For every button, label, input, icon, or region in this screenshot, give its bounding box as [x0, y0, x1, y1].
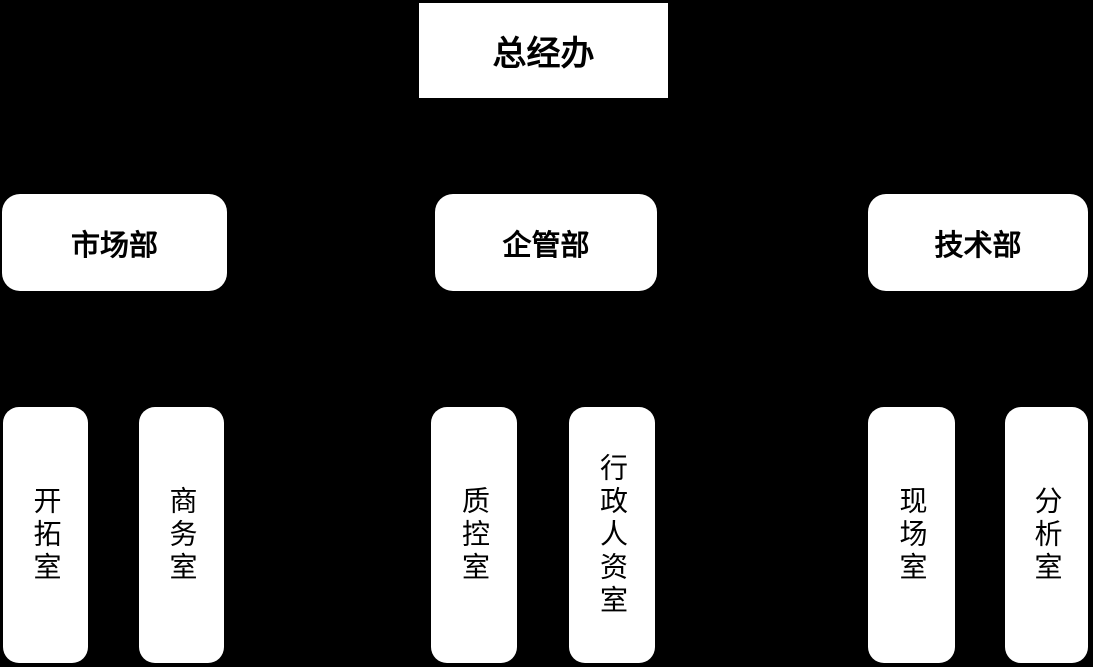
node-label: 开拓室: [30, 485, 62, 585]
org-node-technical-dept: 技术部: [868, 194, 1088, 291]
node-label: 市场部: [70, 229, 158, 262]
org-node-admin-hr-office: 行政人资室: [569, 407, 655, 663]
node-label: 分析室: [1031, 485, 1063, 585]
node-label: 质控室: [459, 485, 490, 585]
org-node-enterprise-management-dept: 企管部: [435, 194, 657, 291]
node-label: 商务室: [166, 485, 198, 585]
org-node-general-manager-office: 总经办: [419, 3, 668, 98]
org-node-development-office: 开拓室: [3, 407, 88, 663]
node-label: 现场室: [896, 485, 928, 585]
org-node-marketing-dept: 市场部: [2, 194, 227, 291]
org-node-business-office: 商务室: [139, 407, 224, 663]
org-node-analysis-office: 分析室: [1005, 407, 1088, 663]
node-label: 总经办: [492, 35, 595, 73]
node-label: 企管部: [502, 229, 590, 262]
node-label: 技术部: [934, 229, 1022, 262]
org-node-quality-control-office: 质控室: [431, 407, 517, 663]
org-node-field-office: 现场室: [868, 407, 955, 663]
node-label: 行政人资室: [597, 452, 628, 618]
